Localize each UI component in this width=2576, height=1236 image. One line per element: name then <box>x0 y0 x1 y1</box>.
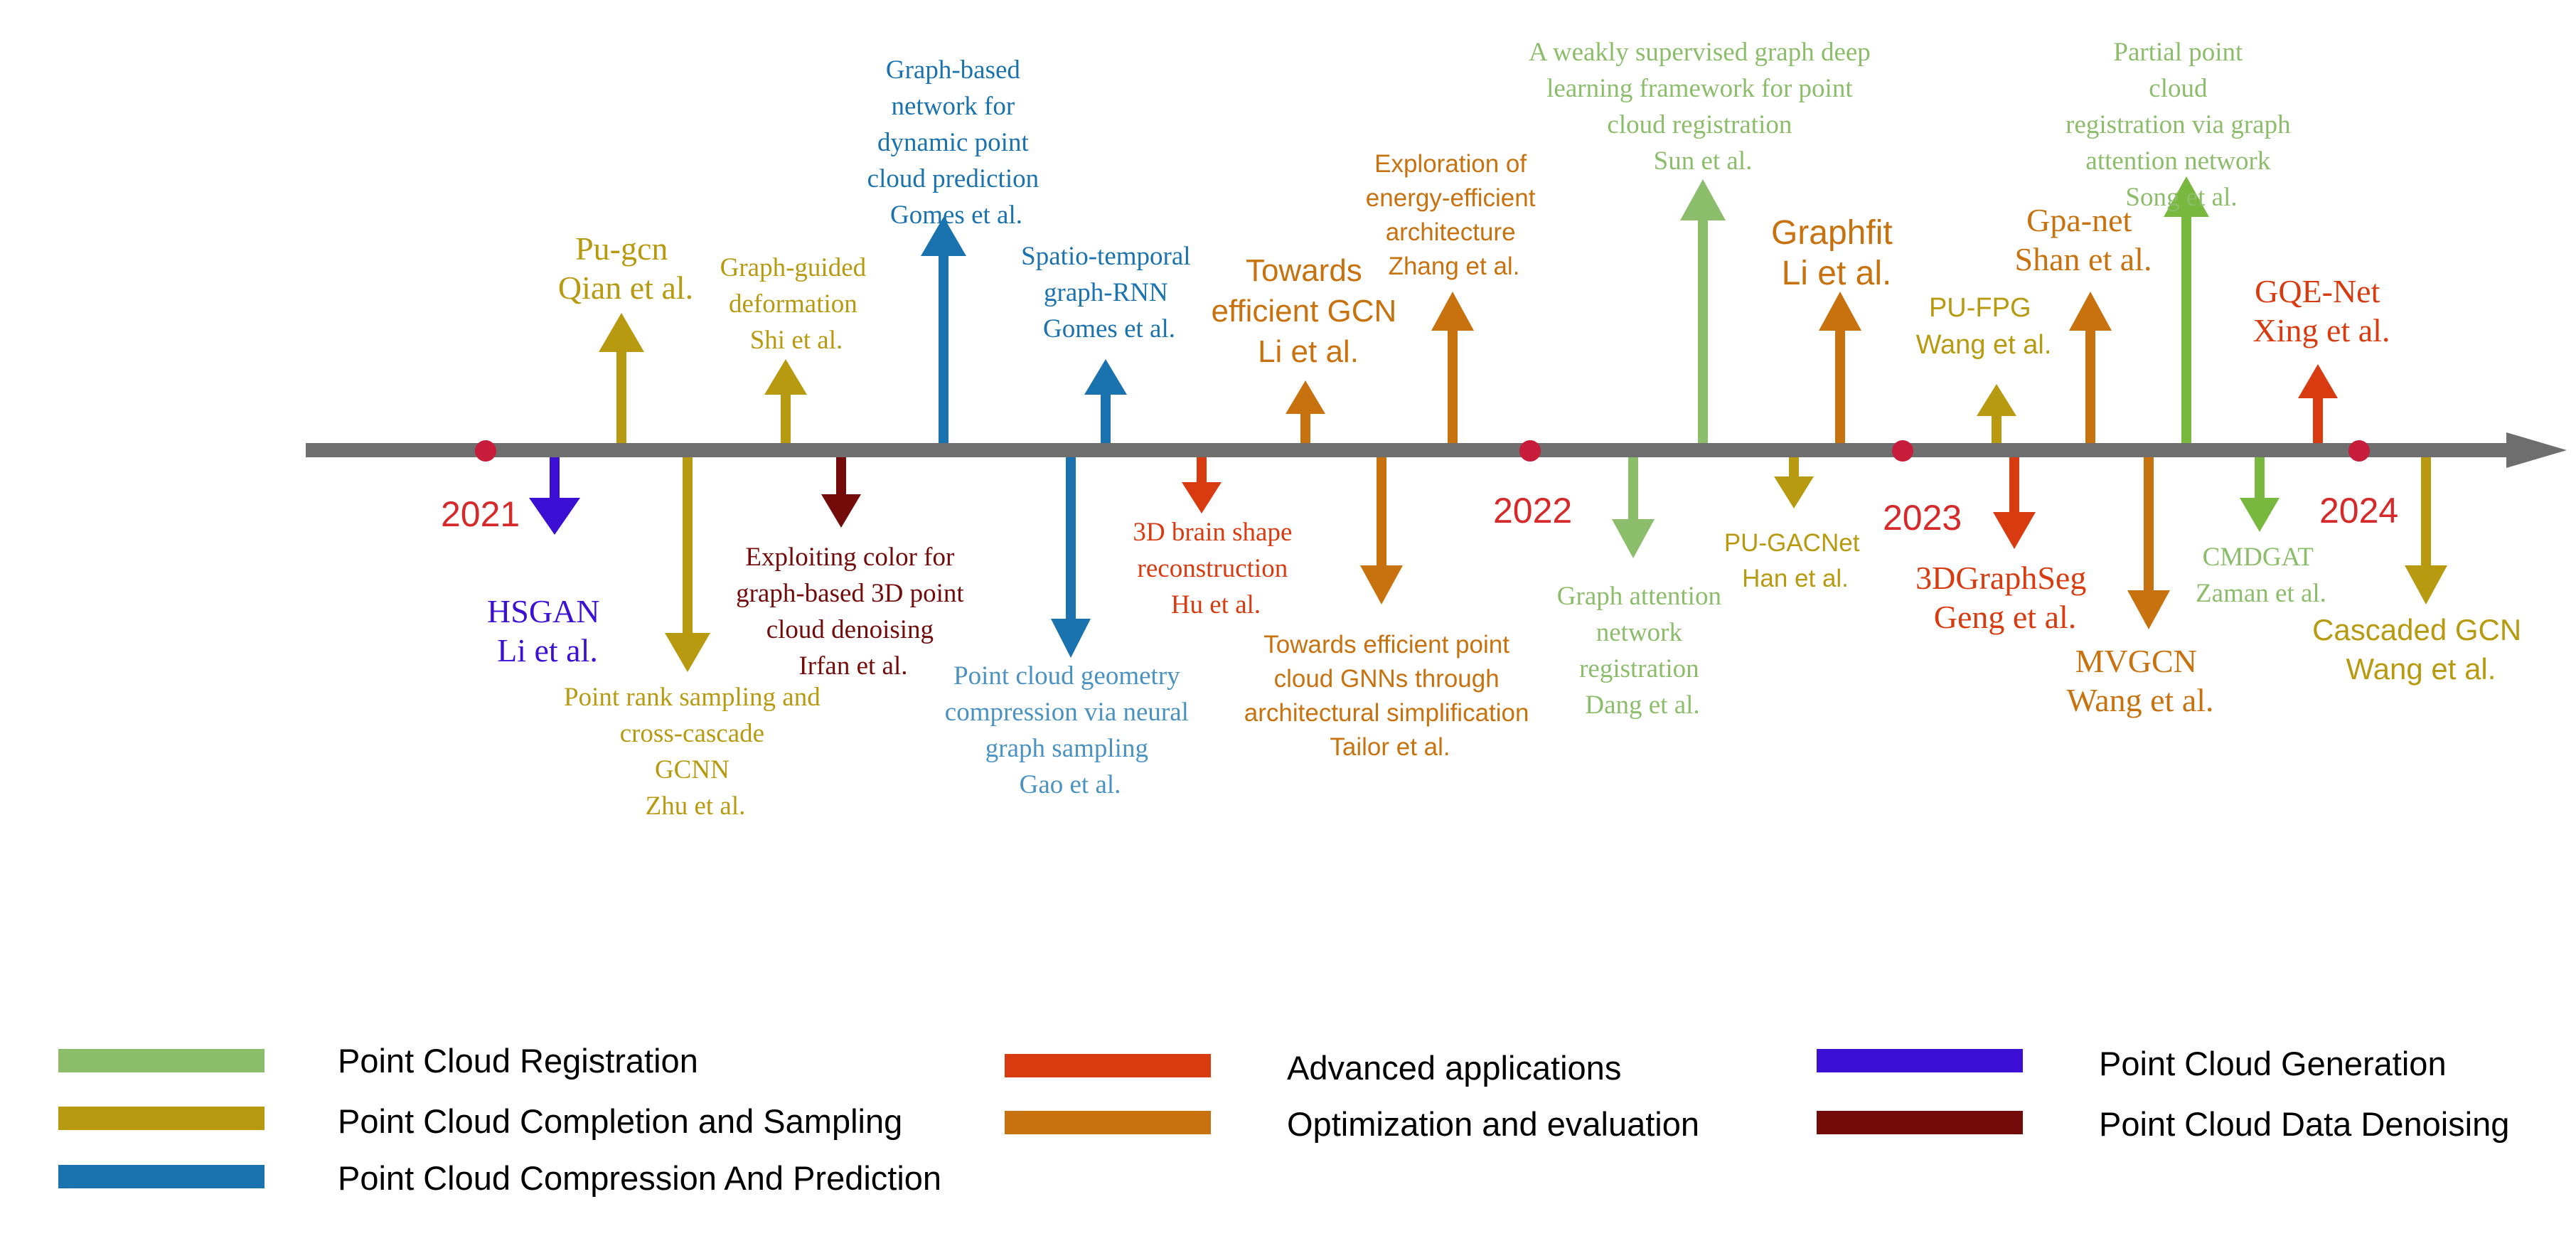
timeline-axis-arrowhead <box>2506 432 2567 468</box>
legend-label-compression: Point Cloud Compression And Prediction <box>338 1159 941 1197</box>
arrow-pugcn <box>599 313 644 443</box>
label-graph-attention-reg: Graph attention network registration Dan… <box>1557 582 1728 720</box>
arrow-exploiting-color <box>821 457 861 528</box>
year-label-2024: 2024 <box>2319 491 2398 531</box>
label-exploiting-color: Exploiting color for graph-based 3D poin… <box>736 543 971 681</box>
legend-swatch-compression <box>58 1165 264 1188</box>
year-markers: 2021 2022 2023 2024 <box>441 440 2398 538</box>
arrow-spatio-temporal <box>1084 359 1127 443</box>
event-arrows <box>529 176 2447 672</box>
legend-swatch-denoising <box>1817 1111 2023 1134</box>
legend: Point Cloud Registration Point Cloud Com… <box>58 1042 2509 1197</box>
label-3dgraphseg: 3DGraphSeg Geng et al. <box>1915 560 2095 635</box>
year-dot-2024 <box>2348 440 2370 462</box>
arrow-weakly-supervised <box>1680 179 1726 443</box>
label-mvgcn: MVGCN Wang et al. <box>2066 643 2213 718</box>
year-label-2023: 2023 <box>1883 498 1962 538</box>
arrow-graphfit <box>1819 292 1861 443</box>
label-partial-pc-reg: Partial point cloud registration via gra… <box>2065 38 2297 212</box>
year-dot-2021 <box>475 440 496 462</box>
legend-swatch-generation <box>1817 1049 2023 1072</box>
label-pu-gacnet: PU-GACNet Han et al. <box>1724 529 1866 592</box>
arrow-cascaded-gcn <box>2405 457 2447 604</box>
label-graph-based-network: Graph-based network for dynamic point cl… <box>867 55 1046 230</box>
legend-swatch-registration <box>58 1049 264 1072</box>
label-energy-efficient: Exploration of energy-efficient architec… <box>1366 150 1542 280</box>
label-gqe-net: GQE-Net Xing et al. <box>2253 273 2390 348</box>
arrow-towards-efficient-gcn <box>1286 380 1325 443</box>
label-cmdgat: CMDGAT Zaman et al. <box>2196 543 2326 608</box>
arrow-pu-gacnet <box>1774 457 1814 508</box>
label-graph-guided: Graph-guided deformation Shi et al. <box>720 253 873 355</box>
legend-swatch-optimization <box>1005 1111 1211 1134</box>
arrow-mvgcn <box>2127 457 2170 629</box>
legend-label-denoising: Point Cloud Data Denoising <box>2099 1105 2509 1143</box>
label-pc-geometry-compression: Point cloud geometry compression via neu… <box>945 661 1195 799</box>
year-label-2021: 2021 <box>441 494 520 534</box>
label-hsgan: HSGAN Li et al. <box>487 593 608 668</box>
arrow-point-rank <box>665 457 710 672</box>
legend-label-registration: Point Cloud Registration <box>338 1042 698 1080</box>
label-towards-efficient-gcn: Towards efficient GCN Li et al. <box>1211 253 1405 369</box>
legend-label-generation: Point Cloud Generation <box>2099 1045 2447 1082</box>
arrow-graph-based-network <box>921 217 966 443</box>
arrow-brain-shape <box>1182 457 1222 513</box>
arrow-energy-efficient <box>1431 292 1474 443</box>
arrow-pc-geometry-compression <box>1051 457 1091 658</box>
label-gpa-net: Gpa-net Shan et al. <box>2015 202 2152 277</box>
label-weakly-supervised: A weakly supervised graph deep learning … <box>1529 38 1877 176</box>
arrow-gqe-net <box>2298 364 2338 443</box>
arrow-3dgraphseg <box>1993 457 2036 549</box>
label-brain-shape: 3D brain shape reconstruction Hu et al. <box>1133 518 1298 619</box>
legend-label-completion: Point Cloud Completion and Sampling <box>338 1102 902 1140</box>
arrow-graph-guided <box>764 359 807 443</box>
year-label-2022: 2022 <box>1493 491 1572 531</box>
label-pu-fpg: PU-FPG Wang et al. <box>1916 293 2052 360</box>
year-dot-2023 <box>1892 440 1913 462</box>
legend-swatch-completion <box>58 1107 264 1130</box>
label-point-rank: Point rank sampling and cross-cascade GC… <box>564 683 827 821</box>
arrow-pu-fpg <box>1977 384 2016 443</box>
label-pugcn: Pu-gcn Qian et al. <box>558 230 693 306</box>
event-labels: HSGAN Li et al. Pu-gcn Qian et al. Point… <box>487 38 2530 821</box>
label-cascaded-gcn: Cascaded GCN Wang et al. <box>2312 613 2530 686</box>
arrow-towards-efficient-gnn <box>1360 457 1403 604</box>
arrow-cmdgat <box>2240 457 2280 532</box>
legend-label-optimization: Optimization and evaluation <box>1287 1105 1699 1143</box>
legend-label-applications: Advanced applications <box>1287 1049 1621 1087</box>
label-spatio-temporal: Spatio-temporal graph-RNN Gomes et al. <box>1021 242 1197 343</box>
label-towards-efficient-gnn: Towards efficient point cloud GNNs throu… <box>1244 631 1536 761</box>
arrow-hsgan <box>529 457 580 535</box>
legend-swatch-applications <box>1005 1054 1211 1077</box>
arrow-graph-attention-reg <box>1612 457 1655 558</box>
label-graphfit: Graphfit Li et al. <box>1771 214 1902 292</box>
arrow-gpa-net <box>2069 292 2112 443</box>
year-dot-2022 <box>1519 440 1541 462</box>
arrow-partial-pc-reg <box>2164 176 2209 443</box>
